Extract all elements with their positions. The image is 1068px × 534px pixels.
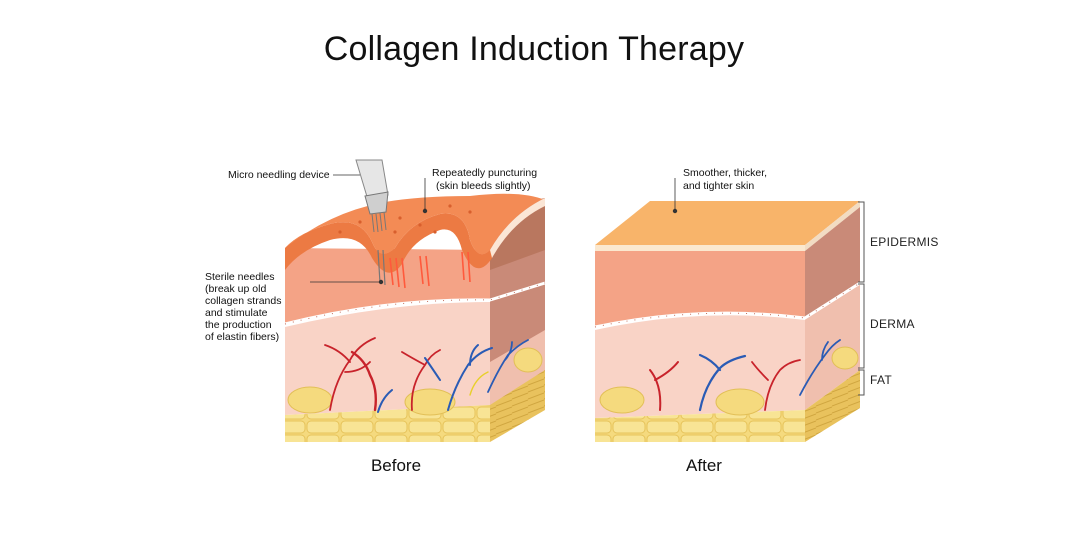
label-tighter-skin: and tighter skin <box>683 180 755 192</box>
label-sterile-needles-5: the production <box>205 319 272 331</box>
layer-brackets <box>858 201 865 396</box>
needle-wounds <box>389 251 471 289</box>
after-fat-layer <box>595 410 805 442</box>
micro-needling-device <box>355 159 389 233</box>
after-epidermis-top <box>595 201 860 245</box>
layer-label-derma: DERMA <box>870 317 915 331</box>
layer-label-epidermis: EPIDERMIS <box>870 235 939 249</box>
label-skin-bleeds: (skin bleeds slightly) <box>436 180 531 192</box>
label-sterile-needles-2: (break up old <box>205 283 267 295</box>
before-skin-block <box>284 193 546 442</box>
before-epidermis-surface <box>285 198 545 273</box>
page-title: Collagen Induction Therapy <box>323 30 745 68</box>
caption-before: Before <box>370 456 422 475</box>
label-sterile-needles-1: Sterile needles <box>205 271 275 283</box>
layer-label-fat: FAT <box>870 373 893 387</box>
label-smoother: Smoother, thicker, <box>683 167 768 179</box>
label-sterile-needles-3: collagen strands <box>205 295 282 307</box>
label-sterile-needles-4: and stimulate <box>205 307 268 319</box>
label-repeatedly-puncturing: Repeatedly puncturing <box>432 167 538 179</box>
after-skin-block <box>594 201 861 442</box>
leader-lines <box>310 174 678 285</box>
after-derma <box>595 251 805 328</box>
after-blood-vessels <box>649 339 841 412</box>
sterile-needles <box>377 249 386 286</box>
before-blood-vessels <box>324 337 529 413</box>
label-sterile-needles-6: of elastin fibers) <box>205 331 280 343</box>
before-derma <box>285 248 490 325</box>
caption-after: After <box>686 456 722 475</box>
label-micro-needling-device: Micro needling device <box>228 169 330 181</box>
